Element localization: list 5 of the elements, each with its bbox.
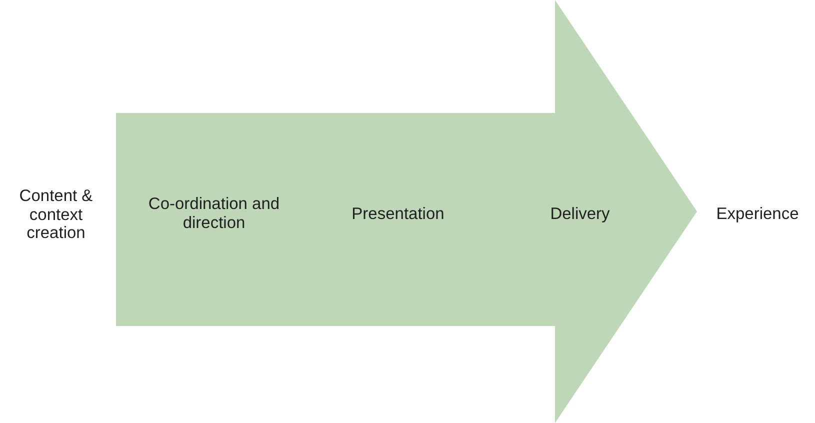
stage-label: Content & context creation [18,186,94,244]
stage-label: Delivery [550,204,610,224]
stage-label: Experience [716,204,799,224]
stage-label: Presentation [352,204,444,224]
stage-label: Co-ordination and direction [147,195,281,233]
